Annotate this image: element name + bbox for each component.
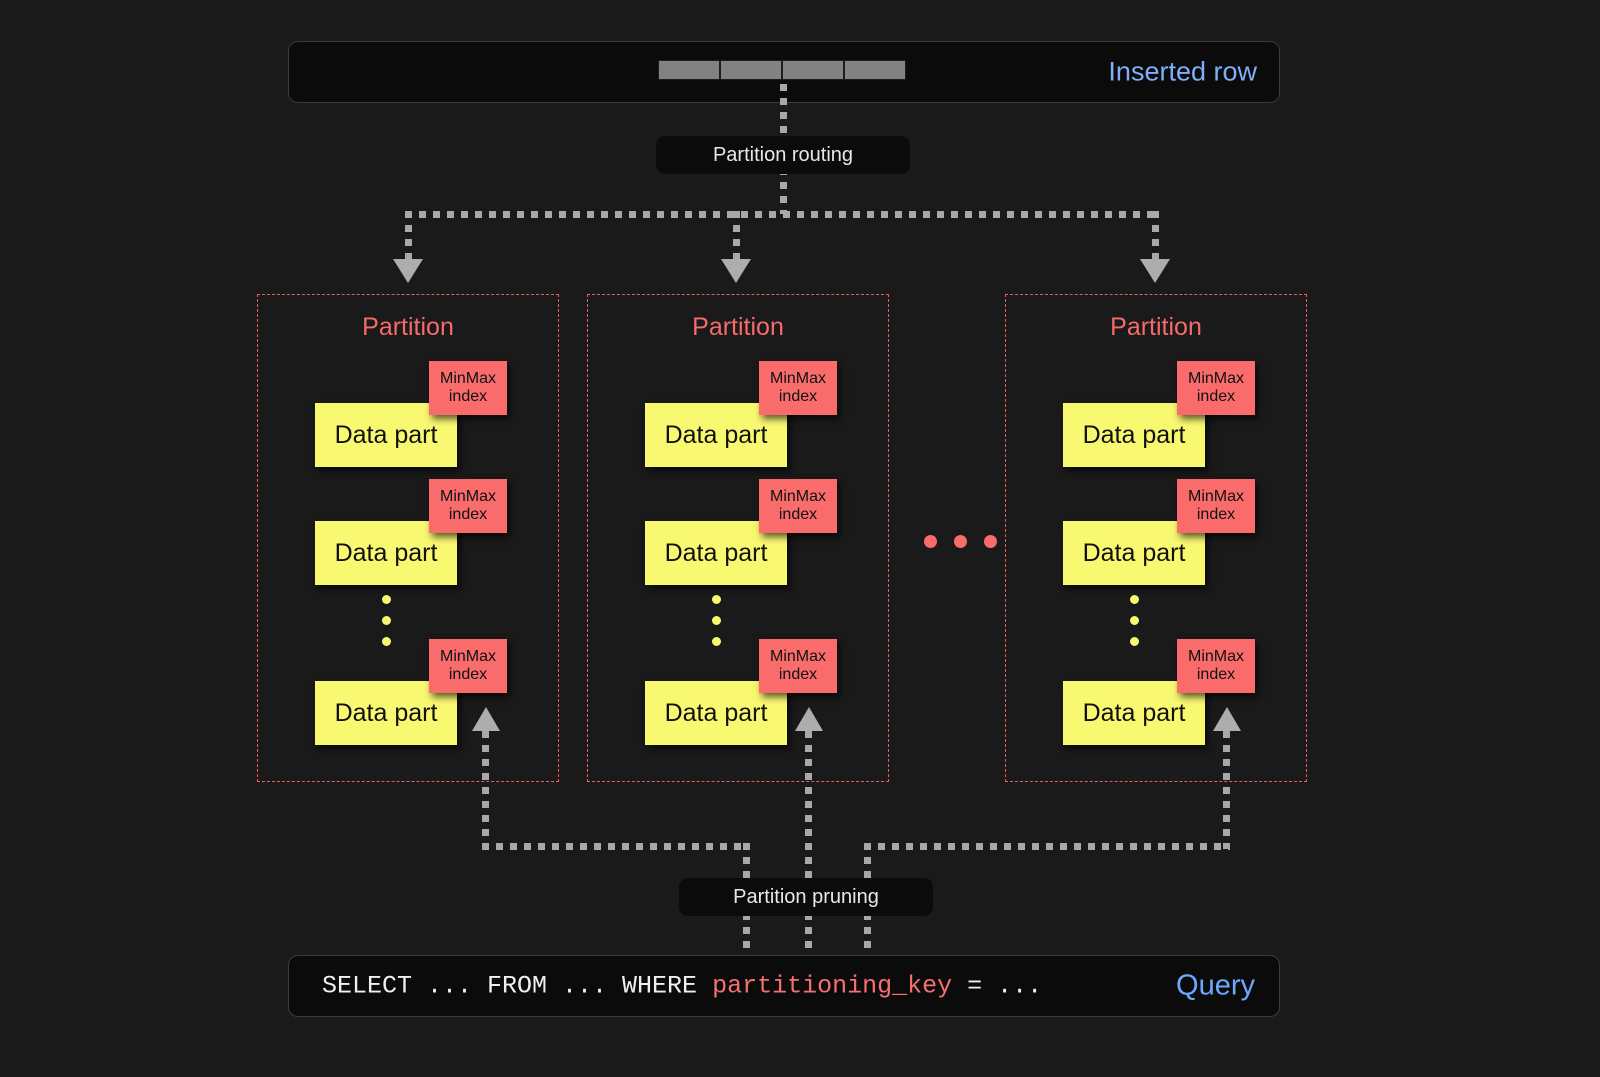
ellipsis-dot: [924, 535, 937, 548]
ellipsis-dot: [382, 595, 391, 604]
minmax-index-label-line2: index: [448, 666, 488, 683]
query-text: SELECT ... FROM ... WHERE partitioning_k…: [322, 972, 1042, 1001]
ellipsis-dot: [712, 595, 721, 604]
query-partitioning-key: partitioning_key: [712, 971, 953, 1001]
data-part-label: Data part: [664, 538, 768, 567]
ellipsis-dot: [1130, 595, 1139, 604]
minmax-index-label-line2: index: [448, 388, 488, 405]
data-part-label: Data part: [664, 420, 768, 449]
pruning-arrow-up-1: [472, 707, 500, 731]
inserted-row-cells: [658, 60, 906, 80]
row-cell: [782, 60, 844, 80]
minmax-index-label-line1: MinMax: [439, 647, 496, 665]
minmax-index-label-line1: MinMax: [1187, 647, 1244, 665]
minmax-index-label-line2: index: [778, 506, 818, 523]
minmax-index-label-line1: MinMax: [769, 487, 826, 505]
minmax-index-label-line2: index: [448, 506, 488, 523]
routing-drop-1: [405, 211, 412, 263]
minmax-index-label-line1: MinMax: [1187, 487, 1244, 505]
minmax-index-label-line2: index: [778, 666, 818, 683]
data-part-vertical-ellipsis: [712, 595, 721, 646]
ellipsis-dot: [1130, 637, 1139, 646]
partition-pruning-label: Partition pruning: [733, 885, 879, 908]
pruning-arrow-up-3: [1213, 707, 1241, 731]
data-part-label: Data part: [1082, 698, 1186, 727]
routing-bus-horizontal: [405, 211, 1160, 218]
routing-arrow-down-2: [721, 259, 751, 283]
partition-horizontal-ellipsis: [924, 535, 997, 548]
ellipsis-dot: [954, 535, 967, 548]
data-part-label: Data part: [334, 698, 438, 727]
minmax-index-label-line1: MinMax: [439, 487, 496, 505]
minmax-index-label-line2: index: [1196, 388, 1236, 405]
partition-title: Partition: [692, 313, 784, 341]
routing-drop-2: [733, 211, 740, 263]
query-label: Query: [1176, 969, 1255, 1002]
query-suffix: = ...: [952, 971, 1043, 1001]
row-cell: [658, 60, 720, 80]
minmax-index-label-line2: index: [1196, 506, 1236, 523]
row-cell: [720, 60, 782, 80]
data-part-label: Data part: [334, 538, 438, 567]
routing-arrow-down-3: [1140, 259, 1170, 283]
row-cell: [844, 60, 906, 80]
routing-arrow-down-1: [393, 259, 423, 283]
ellipsis-dot: [712, 616, 721, 625]
partition-routing-label: Partition routing: [712, 143, 854, 166]
query-bar: SELECT ... FROM ... WHERE partitioning_k…: [288, 955, 1280, 1017]
inserted-row-label: Inserted row: [1108, 56, 1257, 87]
query-prefix: SELECT ... FROM ... WHERE: [322, 971, 713, 1001]
pruning-riser-3: [1223, 731, 1230, 849]
data-part-label: Data part: [664, 698, 768, 727]
minmax-index-label-line2: index: [1196, 666, 1236, 683]
pruning-riser-2: [805, 731, 812, 949]
partition-routing-box: Partition routing: [656, 136, 910, 174]
data-part-vertical-ellipsis: [1130, 595, 1139, 646]
pruning-riser-1: [482, 731, 489, 849]
data-part-box: Data part: [1063, 681, 1205, 745]
data-part-vertical-ellipsis: [382, 595, 391, 646]
ellipsis-dot: [1130, 616, 1139, 625]
minmax-index-label-line1: MinMax: [769, 369, 826, 387]
pruning-bus-left: [482, 843, 750, 850]
data-part-label: Data part: [334, 420, 438, 449]
minmax-index-label-line2: index: [778, 388, 818, 405]
ellipsis-dot: [984, 535, 997, 548]
ellipsis-dot: [382, 616, 391, 625]
partition-title: Partition: [1110, 313, 1202, 341]
pruning-bus-right: [864, 843, 1230, 850]
routing-drop-3: [1152, 211, 1159, 263]
partition-title: Partition: [362, 313, 454, 341]
pruning-arrow-up-2: [795, 707, 823, 731]
minmax-index-label-line1: MinMax: [769, 647, 826, 665]
data-part-label: Data part: [1082, 538, 1186, 567]
ellipsis-dot: [382, 637, 391, 646]
minmax-index-label-line1: MinMax: [439, 369, 496, 387]
partition-pruning-box: Partition pruning: [679, 878, 933, 916]
data-part-label: Data part: [1082, 420, 1186, 449]
minmax-index-label-line1: MinMax: [1187, 369, 1244, 387]
ellipsis-dot: [712, 637, 721, 646]
